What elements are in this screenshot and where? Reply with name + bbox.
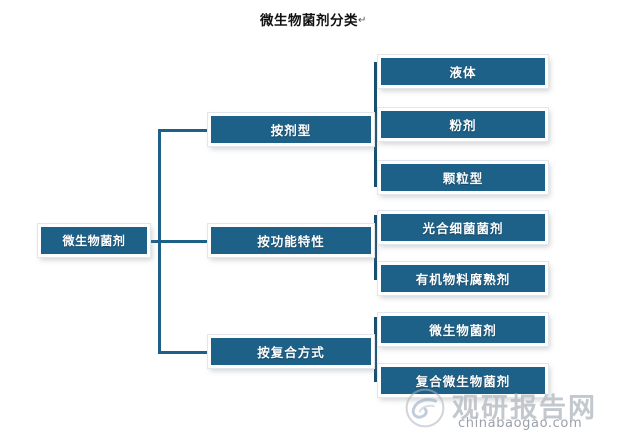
connector-trunk-branch-2 (158, 240, 212, 243)
node-branch-2-label: 按功能特性 (257, 234, 325, 249)
node-leaf-organic-material-decomposer[interactable]: 有机物料腐熟剂 (377, 261, 549, 296)
node-branch-by-dosage-form[interactable]: 按剂型 (207, 112, 375, 147)
connector-trunk-branch-3 (158, 351, 212, 354)
connector-trunk-branch-1 (158, 129, 212, 132)
node-branch-3-label: 按复合方式 (257, 345, 325, 360)
watermark-url: chinabaogao.com (458, 416, 583, 431)
node-leaf-liquid[interactable]: 液体 (377, 54, 549, 89)
connector-root-stub (148, 240, 162, 243)
node-branch-by-compound-method[interactable]: 按复合方式 (207, 334, 375, 369)
node-leaf-2-1-label: 光合细菌菌剂 (422, 221, 504, 236)
node-leaf-1-3-label: 颗粒型 (442, 171, 484, 186)
node-leaf-2-2-label: 有机物料腐熟剂 (415, 272, 511, 287)
node-leaf-powder[interactable]: 粉剂 (377, 107, 549, 142)
page-title-text: 微生物菌剂分类 (260, 13, 359, 29)
node-root[interactable]: 微生物菌剂 (37, 223, 151, 258)
node-branch-1-label: 按剂型 (270, 123, 312, 138)
page-title: 微生物菌剂分类↵ (0, 9, 627, 29)
node-leaf-3-2-label: 复合微生物菌剂 (415, 374, 511, 389)
connector-group-3-spine (374, 317, 377, 382)
node-leaf-compound-microbial-agent[interactable]: 复合微生物菌剂 (377, 363, 549, 398)
node-leaf-photosynthetic-bacteria-agent[interactable]: 光合细菌菌剂 (377, 210, 549, 245)
node-leaf-1-2-label: 粉剂 (449, 118, 477, 133)
node-leaf-1-1-label: 液体 (449, 65, 477, 80)
node-leaf-microbial-agent[interactable]: 微生物菌剂 (377, 312, 549, 347)
node-leaf-granular[interactable]: 颗粒型 (377, 160, 549, 195)
page-title-mark: ↵ (358, 15, 367, 26)
node-leaf-3-1-label: 微生物菌剂 (429, 323, 497, 338)
connector-group-2-spine (374, 215, 377, 280)
node-branch-by-function[interactable]: 按功能特性 (207, 223, 375, 258)
connector-group-1-spine (374, 62, 377, 187)
node-root-label: 微生物菌剂 (62, 234, 126, 248)
